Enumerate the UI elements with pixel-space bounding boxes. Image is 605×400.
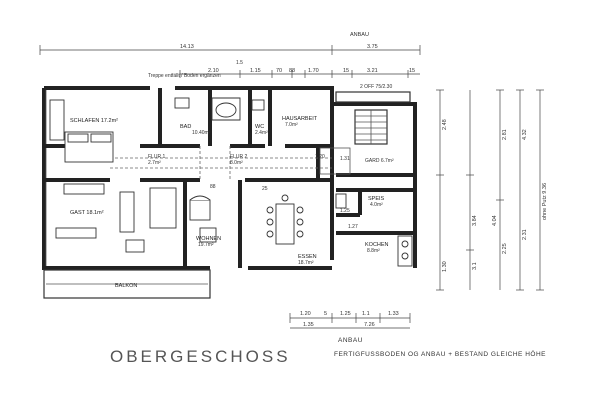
dim-top-2: 1.15 — [250, 68, 261, 74]
dim-right-4: 3.84 — [472, 215, 478, 226]
dim-top-3: 70 — [276, 68, 282, 74]
room-label-kochen: KOCHEN — [365, 242, 389, 248]
dim-inner-3: 1.25 — [340, 208, 350, 214]
room-area-wohnen: 19.7m² — [198, 242, 214, 248]
top-dimension-chain: 14.13 3.75 ANBAU 2.10 1.15 70 88 1.70 15… — [39, 32, 421, 90]
room-area-essen: 18.7m² — [298, 260, 314, 266]
room-labels: SCHLAFEN 17.2m² BAD 10.40m² WC 2.4m² HAU… — [70, 116, 394, 266]
inner-dimensions: 1.20 1.31 1.25 1.27 88 25 — [210, 154, 358, 230]
dim-right-7: 2.31 — [522, 229, 528, 240]
dim-right-3: 4.32 — [522, 129, 528, 140]
kitchen-fixtures — [335, 193, 413, 267]
room-label-balkon: BALKON — [115, 283, 137, 289]
dim-bottom-6: 1.35 — [303, 322, 314, 328]
room-label-essen: ESSEN — [298, 254, 317, 260]
balcony: BALKON — [43, 269, 211, 299]
room-area-bad: 10.40m² — [192, 130, 211, 136]
door-note: 2 OFF 75/2.30 — [360, 84, 392, 90]
bathroom-fixtures — [174, 97, 265, 121]
room-label-speis: SPEIS — [368, 196, 385, 202]
dim-inner-5: 88 — [210, 184, 216, 190]
room-label-garderobe: GARD 6.7m² — [365, 158, 394, 164]
dim-bottom-5: 1.33 — [388, 311, 399, 317]
room-label-schlafen: SCHLAFEN 17.2m² — [70, 118, 118, 124]
room-label-flur1: FLUR 1 — [148, 154, 165, 160]
dim-right-5: 4.04 — [492, 215, 498, 226]
dim-inner-1: 1.20 — [315, 154, 325, 160]
dim-inner-4: 1.27 — [348, 224, 358, 230]
room-label-flur2: FLUR 2 — [230, 154, 247, 160]
room-label-wc: WC — [255, 124, 264, 130]
room-area-flur2: 8.0m² — [230, 160, 243, 166]
room-area-wc: 2.4m² — [255, 130, 268, 136]
annex-label-bottom: ANBAU — [338, 337, 363, 344]
bedroom-furniture — [49, 99, 114, 163]
dim-top-total: 14.13 — [180, 44, 194, 50]
dim-top-1: 2.10 — [208, 68, 219, 74]
bottom-dimension-chain: 1.20 5 1.25 1.1 1.33 1.35 7.26 — [289, 311, 411, 329]
dim-inner-2: 1.31 — [340, 156, 350, 162]
corridor-markings — [110, 146, 351, 180]
room-area-flur1: 2.7m² — [148, 160, 161, 166]
dim-top-4: 88 — [289, 68, 295, 74]
dim-right-6: 2.25 — [502, 243, 508, 254]
room-area-speis: 4.0m² — [370, 202, 383, 208]
dim-right-total: ohne Putz 9.36 — [542, 183, 548, 220]
dim-top-6: 15 — [343, 68, 349, 74]
plan-title: OBERGESCHOSS — [110, 347, 291, 366]
dim-right-1: 2.48 — [442, 119, 448, 130]
dim-top-7: 3.21 — [367, 68, 378, 74]
dim-bottom-1: 1.20 — [300, 311, 311, 317]
room-label-bad: BAD — [180, 124, 191, 130]
dim-top-5: 1.70 — [308, 68, 319, 74]
living-furniture — [189, 195, 217, 243]
dim-top-annex: 3.75 — [367, 44, 378, 50]
dim-bottom-7: 7.26 — [364, 322, 375, 328]
room-label-hausarbeit: HAUSARBEIT — [282, 116, 318, 122]
room-label-gast: GAST 18.1m² — [70, 210, 104, 216]
dim-right-9: 3.1 — [472, 262, 478, 270]
room-area-kochen: 8.8m² — [367, 248, 380, 254]
dim-right-8: 1.30 — [442, 261, 448, 272]
room-area-hausarbeit: 7.0m² — [285, 122, 298, 128]
right-dimension-chains: 2.48 2.81 4.32 3.84 4.04 2.25 2.31 ohne … — [436, 89, 548, 291]
dim-right-2: 2.81 — [502, 129, 508, 140]
dim-top-8: 15 — [409, 68, 415, 74]
guest-furniture — [55, 183, 177, 253]
dim-bottom-3: 1.25 — [340, 311, 351, 317]
outer-walls — [42, 86, 417, 271]
dim-top-small-1: 1.5 — [236, 60, 243, 66]
annex-staircase — [354, 109, 388, 145]
dim-inner-6: 25 — [262, 186, 268, 192]
stair-note: Treppe entfällt / Boden ergänzen — [148, 73, 221, 79]
annex-label-top: ANBAU — [350, 32, 369, 38]
dining-table — [266, 194, 304, 245]
dim-bottom-2: 5 — [324, 311, 327, 317]
annex-floor-note: FERTIGFUSSBODEN OG ANBAU + BESTAND GLEIC… — [334, 350, 546, 358]
dim-bottom-4: 1.1 — [362, 311, 370, 317]
room-label-wohnen: WOHNEN — [196, 236, 221, 242]
